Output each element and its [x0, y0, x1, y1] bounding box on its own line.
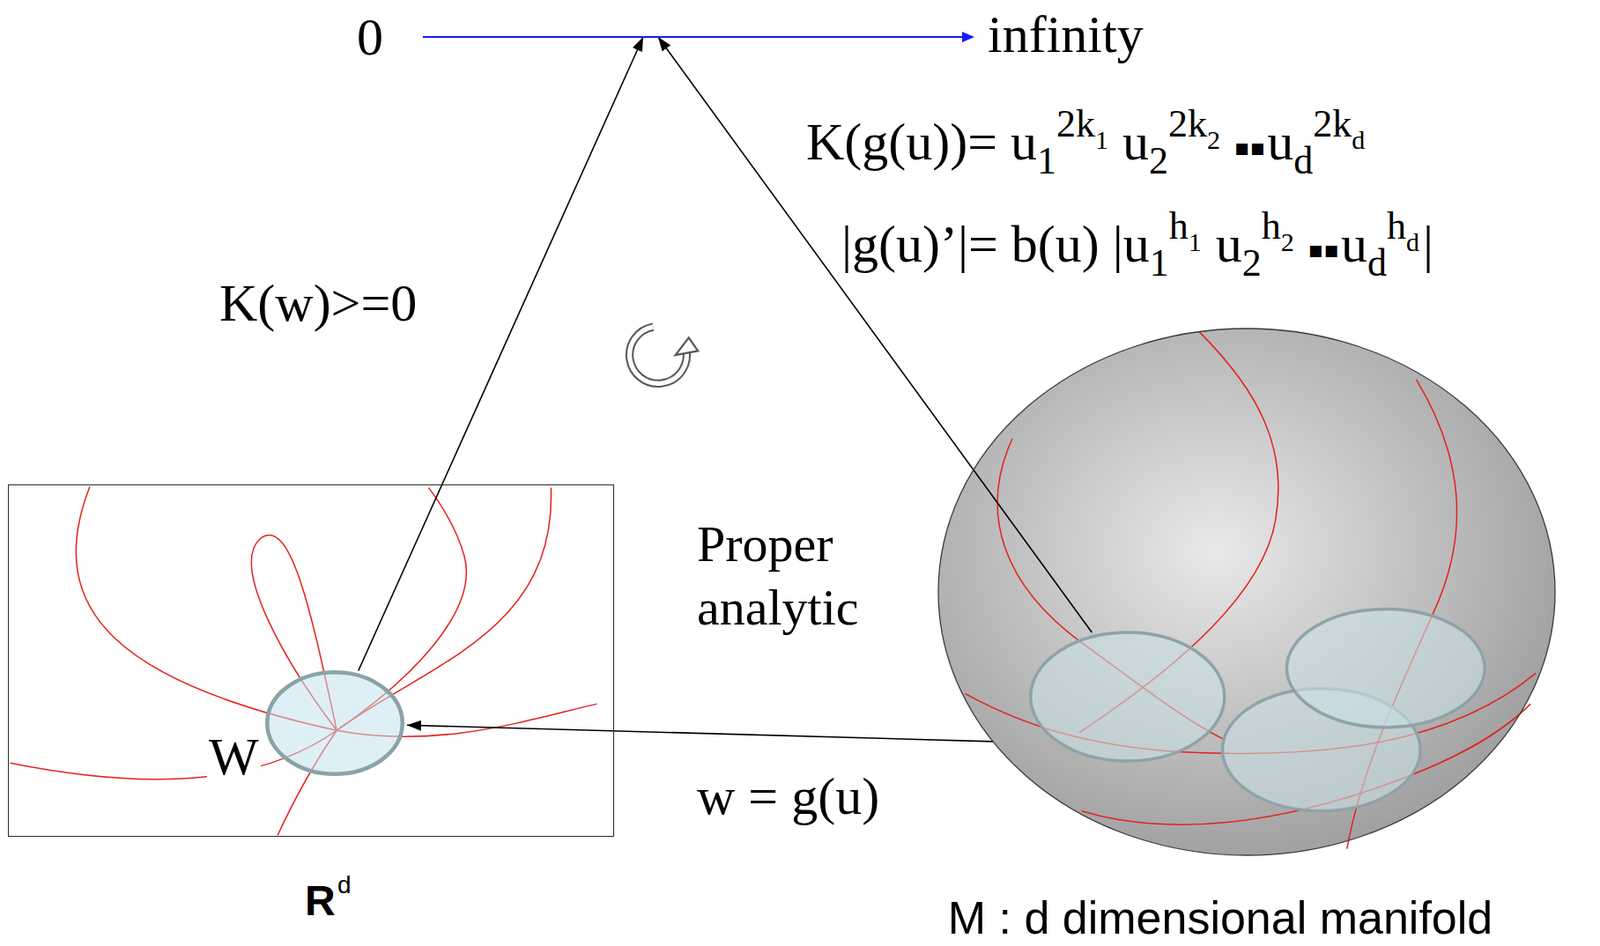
formula-term: 1 — [1188, 227, 1202, 257]
manifold-curves — [965, 331, 1536, 849]
formula-term: 2 — [1148, 139, 1169, 183]
formula-term: 1 — [1037, 139, 1057, 183]
sphere-shading — [938, 328, 1556, 856]
formula-term: ▪▪ — [1234, 133, 1266, 161]
formula-term: u — [1266, 112, 1294, 171]
formula-term: u — [1122, 112, 1149, 171]
formula-term: 2 — [1207, 125, 1221, 155]
axis-arrowhead — [962, 31, 975, 43]
ellipse-shape — [938, 328, 1556, 856]
formula-term: 1 — [1149, 241, 1170, 285]
formula-term: h — [1169, 204, 1189, 248]
formula-term: |g(u)’|= b(u) |u — [841, 214, 1150, 274]
chart-patches — [1030, 608, 1485, 811]
axis-end-label: infinity — [987, 6, 1144, 63]
region-box: RdW — [7, 484, 615, 838]
formula-term: d — [1351, 125, 1365, 155]
ellipse-outline — [266, 672, 403, 775]
singular-curve — [277, 488, 552, 837]
edge-label: K(w)>=0 — [219, 273, 417, 334]
formula-term: 2k — [1168, 102, 1208, 146]
formula-term: 2 — [1281, 227, 1295, 257]
formula-term: K(g(u))= u — [806, 112, 1038, 171]
manifold-caption: M : d dimensional manifold — [948, 895, 1494, 941]
note-text: Proper analytic — [696, 512, 909, 640]
connector — [358, 37, 644, 671]
axis-end-label: 0 — [356, 8, 384, 66]
axis-node: 0 infinity — [356, 8, 1148, 66]
connector-group — [358, 37, 1093, 742]
formula-term: u — [1340, 214, 1368, 274]
formula-term: 2 — [1242, 241, 1262, 285]
illustration-group — [10, 326, 1556, 856]
space-superscript: d — [337, 873, 352, 898]
formula: |g(u)’|= b(u) |u1h1u2h2▪▪udhd| — [841, 217, 1434, 293]
parameter-curves — [10, 486, 598, 836]
rotation-arrowhead — [675, 337, 698, 356]
ellipse-outline — [938, 328, 1556, 856]
space-label: R — [304, 880, 336, 923]
formula-term: ▪▪ — [1308, 236, 1340, 263]
formula: K(g(u))= u12k1u22k2▪▪ud2kd — [806, 115, 1365, 191]
formula-term: 2k — [1312, 102, 1352, 146]
formula-term: | — [1422, 214, 1434, 274]
formula-term: d — [1367, 241, 1387, 285]
edge-label: w = g(u) — [696, 766, 880, 828]
rotation-symbol — [629, 326, 699, 384]
chart-ellipse — [1030, 632, 1225, 762]
chart-ellipse — [1286, 608, 1485, 727]
ellipse-shape — [265, 670, 405, 777]
formula-term: d — [1406, 227, 1420, 257]
manifold-sphere: M : d dimensional manifold — [938, 328, 1556, 856]
formula-term: h — [1386, 204, 1407, 248]
axis-line — [422, 36, 964, 38]
formula-term: 1 — [1095, 125, 1109, 155]
formula-term: u — [1215, 214, 1243, 274]
set-label: W — [207, 730, 261, 784]
formula-term: 2k — [1056, 102, 1096, 146]
connector — [407, 725, 993, 742]
neighborhood-ellipse: W — [265, 670, 405, 777]
formula-term: d — [1293, 139, 1313, 183]
formula-term: h — [1261, 204, 1282, 248]
